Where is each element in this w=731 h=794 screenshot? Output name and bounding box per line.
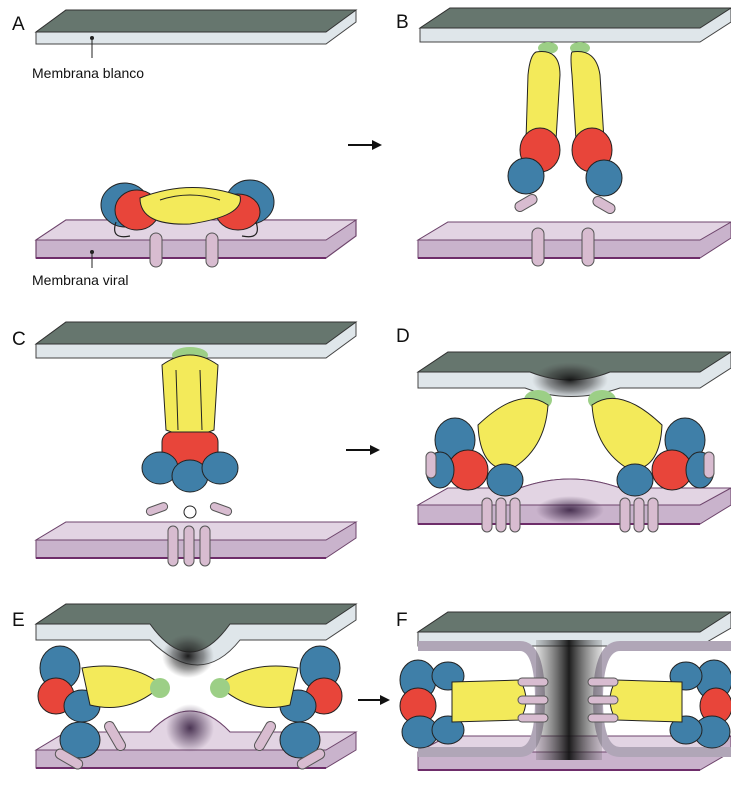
panel-letter-a: A [12,14,25,35]
viral-membrane-label: Membrana viral [32,272,128,288]
panel-e: E [12,604,356,771]
arrow-right-icon [348,140,382,150]
panel-b: B [396,8,731,266]
target-membrane-b [420,8,731,42]
target-membrane-label: Membrana blanco [32,65,144,81]
panel-c: C [12,322,356,566]
target-membrane-d [418,352,731,398]
panel-letter-f: F [396,610,408,631]
postfusion-right-f [588,660,731,748]
panel-d: D [396,326,731,532]
panel-f: F [396,610,731,770]
panel-letter-d: D [396,326,410,347]
panel-letter-b: B [396,12,409,33]
panel-a: A Membrana blanco Membrana viral [12,10,356,288]
arrow-right-icon [358,695,390,705]
viral-membrane-a [36,220,356,258]
panel-letter-e: E [12,610,25,631]
target-membrane-a [36,10,356,44]
viral-membrane-c [36,522,356,558]
postfusion-left-f [400,660,548,748]
panel-letter-c: C [12,329,26,350]
viral-membrane-b [418,222,731,258]
arrow-right-icon [346,445,380,455]
